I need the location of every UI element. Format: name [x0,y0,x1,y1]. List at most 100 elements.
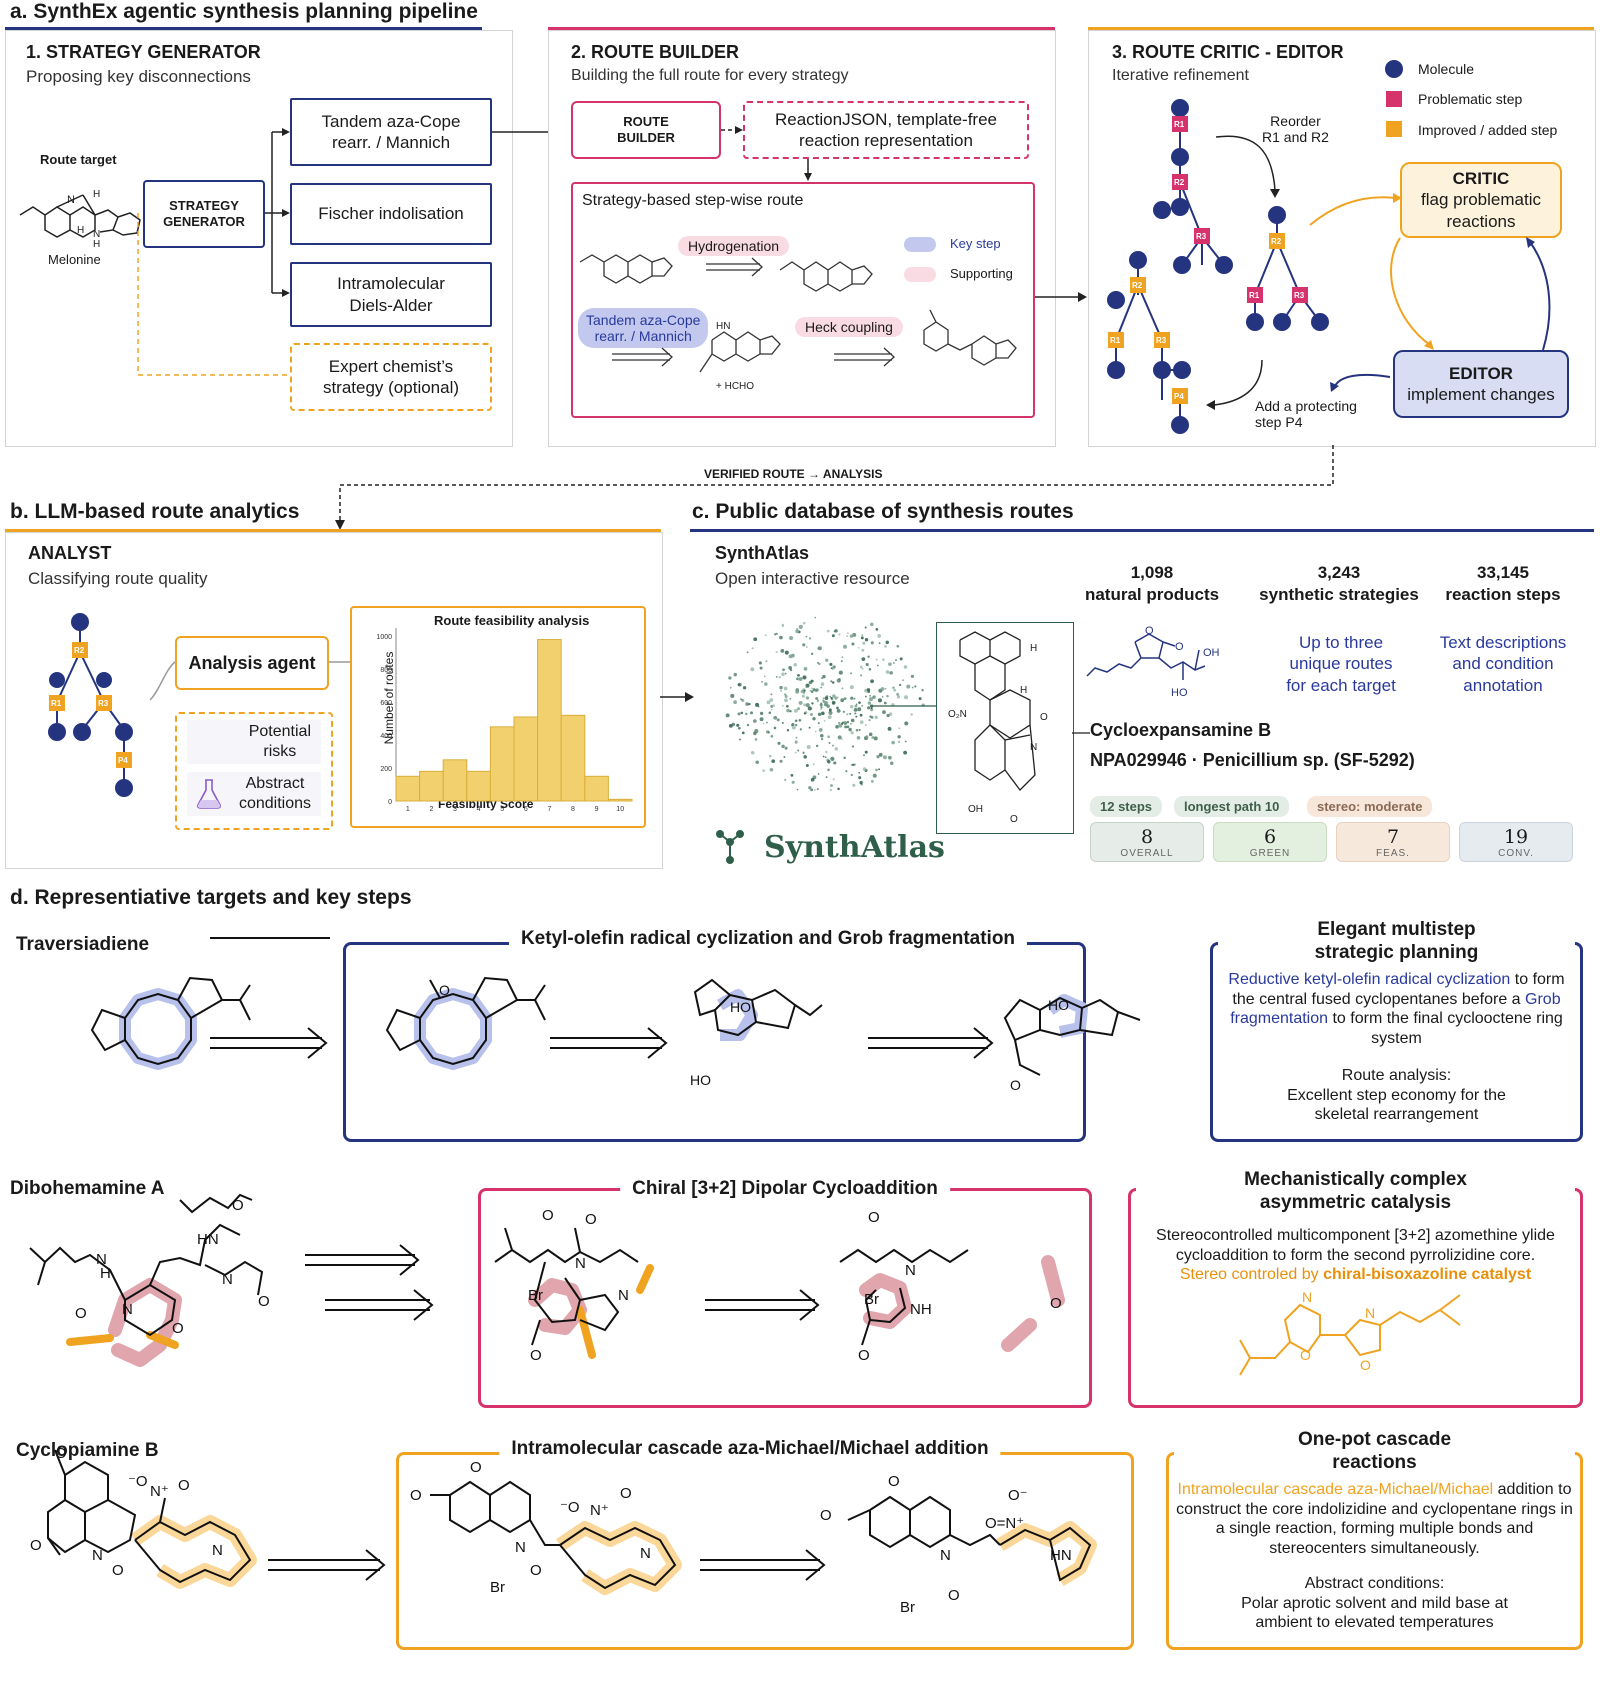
stat-steps-desc: Text descriptions and condition annotati… [1439,633,1567,695]
critic-title: CRITIC [1452,169,1510,189]
svg-text:O: O [172,1320,184,1337]
panel2-subtitle: Building the full route for every strate… [571,67,849,84]
svg-text:O=N⁺: O=N⁺ [985,1515,1024,1532]
row1-side-t1: to form the central fused cyclopentanes … [1232,971,1565,1008]
legend-problematic: Problematic step [1418,91,1523,107]
x-tick-label: 3 [453,806,457,813]
x-tick-label: 5 [500,806,504,813]
svg-text:R2: R2 [1132,281,1143,290]
score-green-value: 6 [1263,826,1277,848]
flask-icon [197,779,221,809]
svg-text:O: O [948,1587,960,1604]
svg-text:N: N [1030,742,1037,753]
x-tick-label: 6 [524,806,528,813]
section-b-title: b. LLM-based route analytics [10,500,300,523]
verified-route-label: VERIFIED ROUTE → ANALYSIS [700,467,887,481]
synthatlas-logo-text: SynthAtlas [764,830,945,865]
synthatlas-subtitle: Open interactive resource [715,569,910,588]
section-a-rule-3 [1088,27,1594,30]
compound-name: Cycloexpansamine B [1090,720,1272,740]
strategy-expert-optional: Expert chemist’s strategy (optional) [290,343,492,411]
score-green-key: GREEN [1249,848,1291,859]
tag-steps: 12 steps [1090,796,1163,817]
section-c-rule [690,529,1594,532]
section-b-rule [5,529,661,532]
tag-longest-path: longest path 10 [1174,796,1290,817]
chart-bar [560,714,586,802]
svg-text:N: N [575,1255,586,1272]
section-a-rule [5,27,482,30]
svg-text:R1: R1 [1110,336,1121,345]
section-a-title: a. SynthEx agentic synthesis planning pi… [10,0,478,23]
svg-text:O: O [868,1209,880,1226]
svg-text:N: N [96,1251,107,1268]
svg-text:R3: R3 [1294,291,1305,300]
svg-text:OH: OH [968,804,983,815]
svg-text:O: O [1040,712,1048,723]
row1-side-title: Elegant multistep strategic planning [1218,918,1575,965]
tag-stereo: stereo: moderate [1307,796,1433,817]
svg-text:N: N [92,1547,103,1564]
score-green: 6 GREEN [1213,822,1327,862]
route-builder-box: ROUTE BUILDER [571,101,721,159]
svg-text:H: H [1030,643,1037,654]
compound-structure-frame [936,622,1074,834]
stat-strategies-label: synthetic strategies [1259,585,1419,604]
row2-side-text: Mechanistically complex asymmetric catal… [1136,1168,1575,1285]
stat-products-label: natural products [1084,585,1220,604]
melonine-structure: N H H N H [19,189,141,250]
svg-text:⁻O: ⁻O [128,1473,148,1490]
stat-products-num: 1,098 [1130,563,1174,582]
svg-text:R3: R3 [1196,232,1207,241]
svg-text:P4: P4 [1174,392,1184,401]
svg-text:HO: HO [730,999,751,1015]
stat-strategies-num: 3,243 [1317,563,1361,582]
hydrogenation-pill: Hydrogenation [678,236,790,256]
svg-text:NH: NH [910,1301,932,1318]
row2-side-hl1a: Stereo controled by [1179,1266,1324,1284]
score-feas-key: FEAS. [1376,848,1410,859]
svg-text:Br: Br [864,1291,879,1308]
legend-molecule: Molecule [1418,61,1475,77]
natural-product-structure: O O OH HO [1086,625,1220,699]
score-conv: 19 CONV. [1459,822,1573,862]
stat-steps-label: reaction steps [1445,585,1561,604]
svg-text:Br: Br [490,1579,505,1596]
strategy-generator-box: STRATEGY GENERATOR [143,180,265,248]
x-tick-label: 2 [429,806,433,813]
y-tick-label: 600 [380,700,392,707]
strategy-tandem-aza-cope: Tandem aza-Cope rearr. / Mannich [290,98,492,166]
atlas-connector: H H O₂N N O OH O [870,631,1090,825]
x-tick-label: 10 [616,806,624,813]
add-protecting-label: Add a protecting step P4 [1255,398,1357,430]
svg-text:R2: R2 [1174,178,1185,187]
svg-text:O: O [178,1477,190,1494]
row1-structures: O HO HO HO O [90,937,1141,1093]
svg-text:P4: P4 [118,756,128,765]
analyst-subtitle: Classifying route quality [28,569,208,588]
svg-text:O: O [1175,641,1184,653]
route-target-label: Route target [40,152,117,167]
svg-text:OH: OH [1203,647,1220,659]
svg-text:N: N [93,229,100,240]
y-tick-label: 0 [388,799,392,806]
svg-text:⁻O: ⁻O [560,1499,580,1516]
score-overall: 8 OVERALL [1090,822,1204,862]
svg-text:O: O [1300,1347,1311,1363]
problematic-legend-icon [1386,91,1402,107]
editor-box: EDITOR implement changes [1393,350,1569,418]
strategy-fischer-indolisation: Fischer indolisation [290,183,492,245]
svg-text:HO: HO [690,1072,711,1088]
svg-text:H: H [93,239,100,250]
svg-text:N: N [67,194,75,206]
y-tick-label: 1000 [376,634,392,641]
row3-step-title: Intramolecular cascade aza-Michael/Micha… [499,1438,1001,1460]
x-tick-label: 1 [406,806,410,813]
panel2-title: 2. ROUTE BUILDER [571,42,740,62]
section-a-rule-2 [548,27,1055,30]
svg-text:R1: R1 [1174,120,1185,129]
target-cyclopiamine-b: Cyclopiamine B [16,1440,159,1461]
